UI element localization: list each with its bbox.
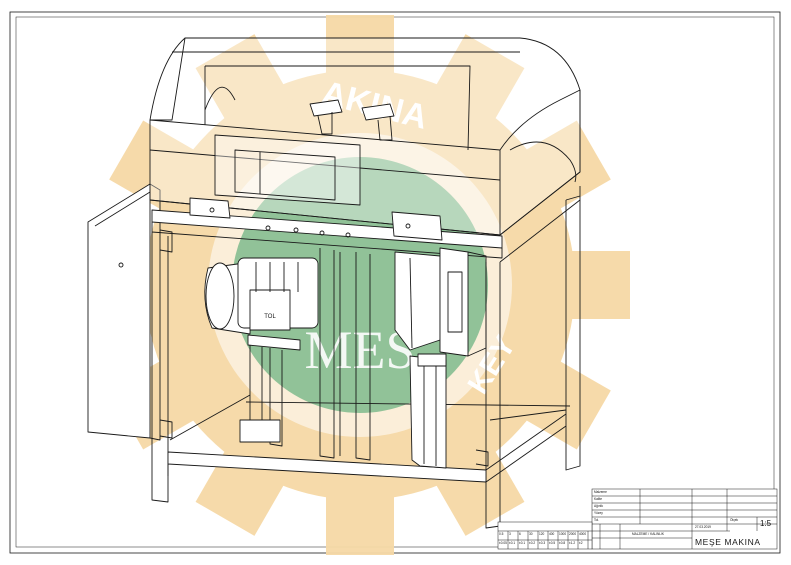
cabinet-lock-icon xyxy=(118,262,124,268)
drawing-date: 27.03.2019 xyxy=(695,525,711,529)
tolerance-header-cell-6: 1000 xyxy=(559,532,567,536)
tolerance-header-cell-2: 6 xyxy=(519,532,521,536)
machine-isometric-drawing: TOL xyxy=(87,37,581,529)
tolerance-value-cell-8: ±2 xyxy=(579,541,583,545)
title-block-frame xyxy=(591,488,778,550)
gear-tooth xyxy=(326,475,394,555)
vertical-columns xyxy=(319,248,371,461)
company-name: MEŞE MAKINA xyxy=(695,537,761,547)
machine-hood xyxy=(149,37,581,236)
machine-frame xyxy=(151,186,581,529)
tolerance-header-cell-8: 4000 xyxy=(579,532,587,536)
tolerance-value-cell-5: ±0.5 xyxy=(549,541,556,545)
motor-unit xyxy=(204,257,319,447)
gear-tooth xyxy=(507,120,611,220)
gear-tooth xyxy=(195,34,295,138)
gear-tooth xyxy=(326,15,394,95)
title-block xyxy=(497,488,778,550)
gear-tooth xyxy=(425,34,525,138)
tolerance-header-cell-7: 2000 xyxy=(569,532,577,536)
sheet-inner-border xyxy=(15,16,775,548)
tolerance-value-cell-4: ±0.3 xyxy=(539,541,546,545)
electrical-cabinet xyxy=(87,183,161,441)
row-label-5: Ölçek xyxy=(730,518,739,522)
tolerance-value-cell-3: ±0.2 xyxy=(529,541,536,545)
tolerance-header-cell-3: 30 xyxy=(529,532,533,536)
gear-tooth xyxy=(507,350,611,450)
tolerance-value-cell-6: ±0.8 xyxy=(559,541,566,545)
sheet-outer-border xyxy=(9,11,781,554)
motor-badge-label: TOL xyxy=(264,314,276,320)
tolerance-value-cell-2: ±0.1 xyxy=(519,541,526,545)
tolerance-header-cell-0: 0.5 xyxy=(499,532,504,536)
drawing-scale: 1:5 xyxy=(760,519,772,528)
tolerance-header-cell-1: 3 xyxy=(509,532,511,536)
material-note: MALZEME / KALINLIK xyxy=(632,532,665,536)
gear-tooth xyxy=(109,120,213,220)
top-brackets xyxy=(309,99,395,141)
main-crossbeam xyxy=(151,197,503,259)
tolerance-value-cell-1: ±0.1 xyxy=(509,541,516,545)
row-label-1: Kalite xyxy=(594,497,602,501)
tolerance-value-cell-7: ±1.2 xyxy=(569,541,576,545)
tolerance-table-frame xyxy=(497,521,593,550)
row-label-3: Yüzey xyxy=(594,511,603,515)
inner-window xyxy=(214,134,361,206)
gear-tooth xyxy=(550,251,630,319)
tolerance-value-cell-0: ±0.05 xyxy=(499,541,507,545)
right-cutting-unit xyxy=(394,247,487,469)
tolerance-header-cell-4: 120 xyxy=(539,532,545,536)
row-label-4: Tol. xyxy=(594,518,599,522)
tolerance-header-cell-5: 400 xyxy=(549,532,555,536)
row-label-2: Ağırlık xyxy=(594,504,604,508)
row-label-0: Malzeme xyxy=(594,490,607,494)
